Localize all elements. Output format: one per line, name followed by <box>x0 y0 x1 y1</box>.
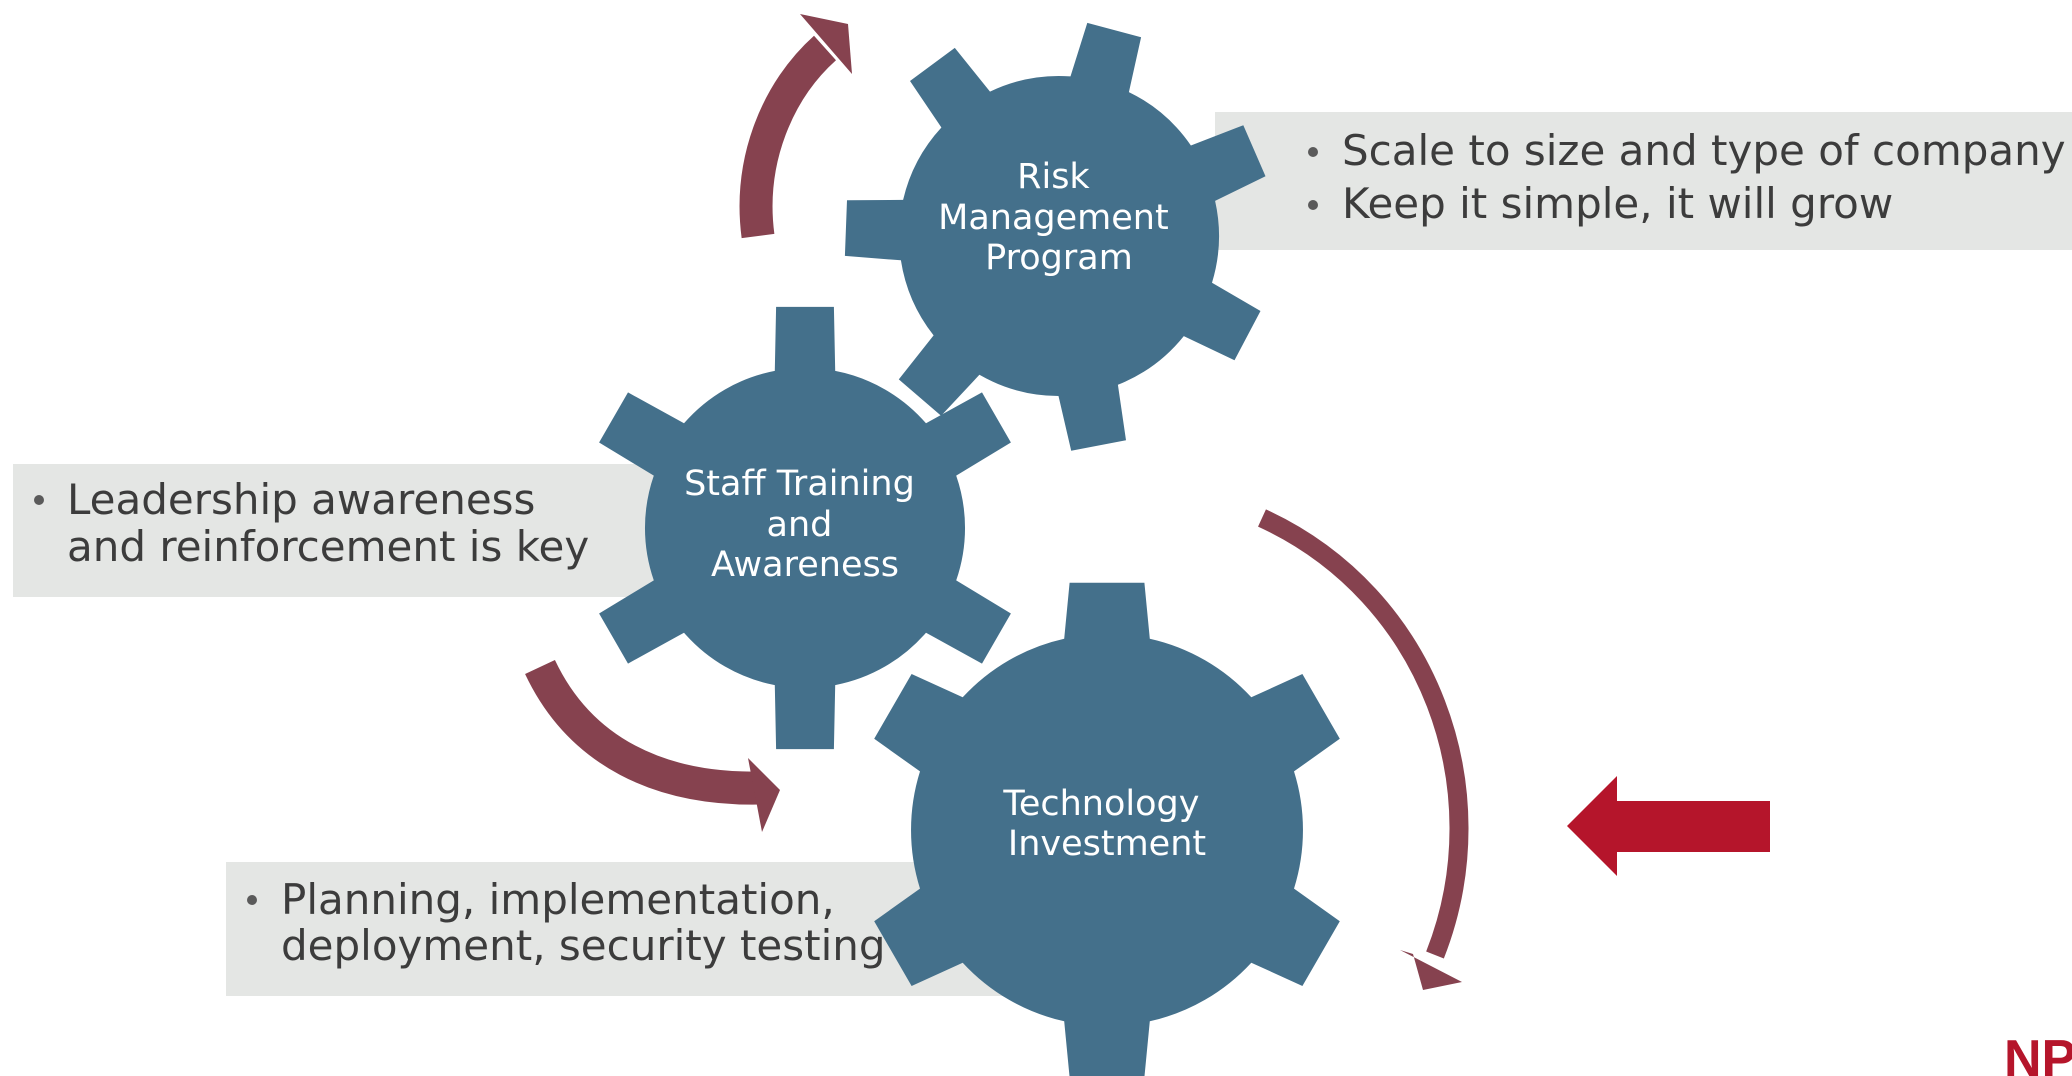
staff-callout-box <box>13 464 713 597</box>
pointer-arrow <box>1567 776 1770 876</box>
technology-gear-label: Technology Investment <box>1002 784 1210 864</box>
risk-bullet-1: Scale to size and type of company <box>1342 126 2066 175</box>
technology-bullet-line-1: Planning, implementation, <box>281 875 835 924</box>
staff-bullet-line-1: Leadership awareness <box>67 475 535 524</box>
staff-gear-label: Staff Training and Awareness <box>684 464 926 585</box>
logo-text: NP <box>2004 1030 2072 1076</box>
technology-bullet-line-2: deployment, security testing <box>281 921 886 970</box>
risk-management-gear <box>844 22 1266 451</box>
cycle-arrow-top <box>739 14 852 239</box>
risk-gear-label: Risk Management Program <box>938 157 1180 278</box>
risk-callout-box <box>1215 112 2072 250</box>
risk-callout-text: Scale to size and type of company Keep i… <box>1308 126 2066 228</box>
staff-callout-text: Leadership awareness and reinforcement i… <box>34 475 589 571</box>
cycle-arrow-bottom <box>525 659 780 832</box>
technology-investment-gear <box>874 582 1340 1076</box>
cycle-arrow-right <box>1258 509 1469 990</box>
staff-training-gear <box>599 306 1011 750</box>
staff-bullet-line-2: and reinforcement is key <box>67 522 589 571</box>
technology-callout-text: Planning, implementation, deployment, se… <box>247 875 886 970</box>
risk-bullet-2: Keep it simple, it will grow <box>1342 179 1893 228</box>
